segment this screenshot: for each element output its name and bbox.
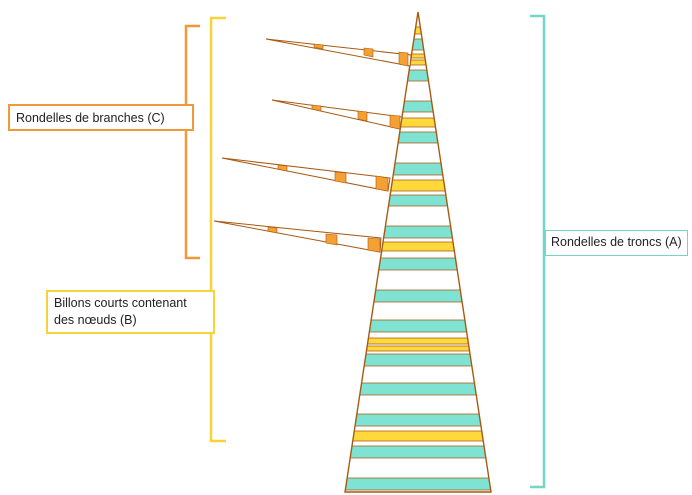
label-trunk-discs-text: Rondelles de troncs (A)	[551, 235, 682, 249]
knot-log-disc	[365, 345, 471, 352]
trunk-disc	[349, 445, 487, 459]
label-branch-discs: Rondelles de branches (C)	[8, 104, 194, 131]
branch-2	[271, 99, 403, 130]
trunk-disc	[344, 477, 492, 491]
trunk-disc	[363, 353, 473, 367]
trunk-outline	[344, 11, 492, 493]
branch-4	[213, 220, 382, 253]
bracket-branches	[184, 24, 200, 260]
label-branch-discs-text: Rondelles de branches (C)	[16, 111, 165, 125]
bracket-knots	[209, 16, 226, 443]
knot-log-disc	[390, 179, 446, 192]
knot-log-disc	[400, 117, 436, 128]
trunk-discs	[344, 26, 492, 491]
knot-log-disc	[381, 241, 455, 252]
branch-3	[221, 157, 391, 192]
trunk-disc	[373, 289, 463, 303]
label-knotty-logs: Billons courts contenant des nœuds (B)	[46, 290, 215, 334]
knot-log-disc	[352, 430, 484, 442]
trunk-disc	[383, 225, 453, 239]
knot-log-disc	[410, 53, 426, 59]
trunk-disc	[368, 319, 468, 333]
label-knotty-logs-line1: Billons courts contenant	[54, 296, 187, 310]
trunk-disc	[397, 131, 439, 144]
trunk-disc	[388, 194, 448, 207]
trunk-disc	[392, 162, 444, 176]
knot-log-disc	[367, 337, 469, 345]
trunk-disc	[407, 69, 429, 82]
trunk-disc	[354, 413, 482, 427]
label-knotty-logs-line2: des nœuds (B)	[54, 313, 137, 327]
trunk-disc	[359, 382, 477, 396]
trunk-disc	[378, 257, 458, 271]
bracket-trunk	[530, 14, 546, 489]
label-trunk-discs: Rondelles de troncs (A)	[545, 230, 688, 256]
trunk-disc	[402, 100, 434, 113]
branch-1	[265, 38, 412, 67]
knot-log-disc	[409, 59, 427, 66]
